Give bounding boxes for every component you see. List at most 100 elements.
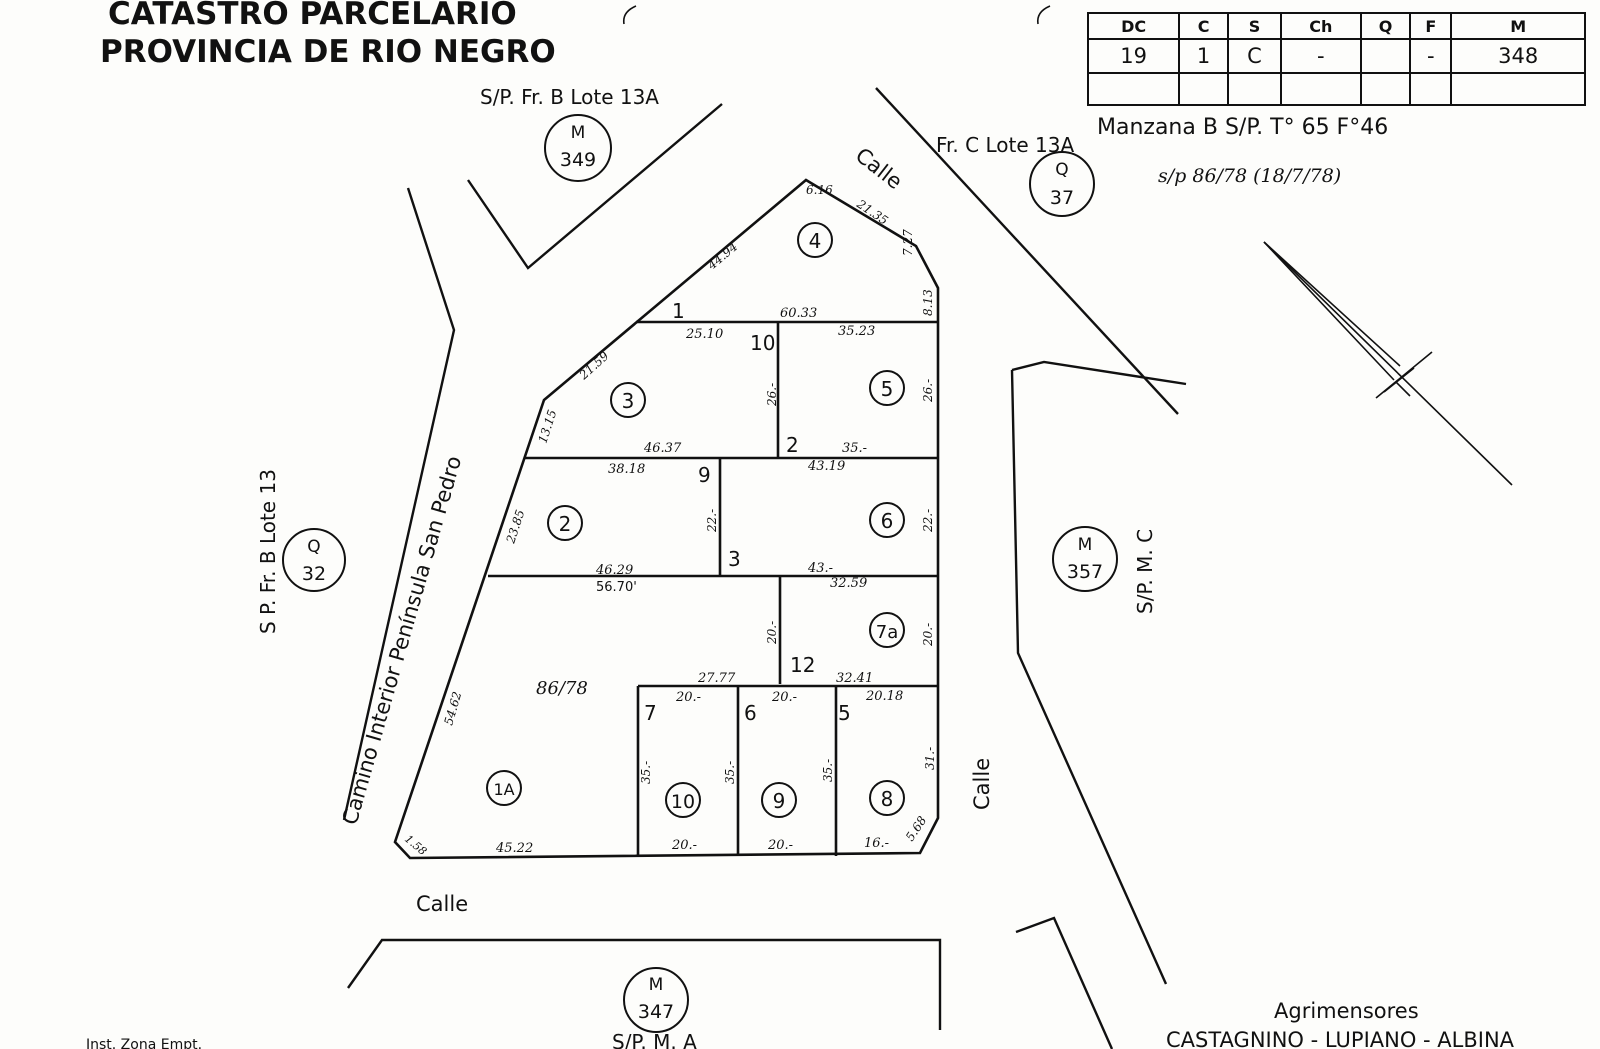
svg-text:20.-: 20.- (921, 623, 935, 647)
lot-2: 2 (547, 505, 583, 541)
svg-text:35.-: 35.- (639, 761, 653, 784)
street-label-top: Calle (851, 143, 907, 194)
svg-text:35.-: 35.- (723, 761, 737, 784)
svg-text:349: 349 (560, 149, 596, 171)
empty-cell (1227, 72, 1282, 106)
dimension-labels: 6.16 21.35 44.94 7.27 8.13 60.33 25.10 3… (402, 183, 937, 858)
lot-9: 9 (761, 782, 797, 818)
svg-text:25.10: 25.10 (685, 327, 723, 342)
svg-text:32: 32 (302, 563, 326, 585)
svg-text:347: 347 (638, 1001, 674, 1023)
svg-text:M: M (1078, 535, 1093, 555)
svg-text:56.70': 56.70' (596, 580, 637, 595)
lot-7a: 7a (869, 612, 905, 648)
street-label-bottom: Calle (416, 892, 468, 916)
svg-text:38.18: 38.18 (608, 462, 645, 477)
header-cell: F (1409, 12, 1453, 40)
header-cell: Ch (1279, 12, 1362, 40)
lot-8: 8 (869, 780, 905, 816)
svg-text:10: 10 (671, 791, 695, 813)
svg-text:60.33: 60.33 (780, 306, 817, 321)
svg-text:357: 357 (1067, 561, 1103, 583)
svg-text:9: 9 (698, 463, 711, 487)
value-cell: 19 (1086, 38, 1181, 74)
svg-text:26.-: 26.- (921, 379, 935, 403)
svg-text:2: 2 (559, 512, 572, 536)
manzana-label: Manzana B S/P. T° 65 F°46 (1097, 115, 1388, 140)
block-circle-m357: M 357 (1052, 526, 1118, 592)
empty-cell (1086, 72, 1181, 106)
header-cell: M (1450, 12, 1586, 40)
svg-text:22.-: 22.- (705, 509, 719, 533)
neighbor-label-east: S/P. M. C (1133, 529, 1157, 614)
surveyors-label: Agrimensores (1274, 999, 1419, 1023)
surveyors-names: CASTAGNINO - LUPIANO - ALBINA (1166, 1028, 1515, 1049)
block-circle-q37: Q 37 (1029, 151, 1095, 217)
svg-text:1A: 1A (493, 780, 514, 799)
svg-text:43.-: 43.- (807, 561, 833, 576)
footer-note: Inst. Zona Empt. (86, 1037, 202, 1049)
svg-text:6.16: 6.16 (806, 183, 833, 197)
header-cell: Q (1359, 12, 1412, 40)
svg-text:6: 6 (881, 509, 894, 533)
svg-text:9: 9 (773, 789, 786, 813)
block-circle-m349: M 349 (544, 114, 612, 182)
header-cell: C (1178, 12, 1229, 40)
svg-text:35.-: 35.- (842, 441, 867, 456)
north-arrow (1263, 241, 1513, 486)
lot-3: 3 (610, 382, 646, 418)
svg-text:20.18: 20.18 (865, 689, 903, 704)
svg-text:32.59: 32.59 (830, 576, 867, 591)
lot-1a: 1A (486, 770, 522, 806)
neighbor-label-south: S/P. M. A (612, 1030, 697, 1049)
svg-text:12: 12 (790, 653, 815, 677)
svg-text:20.-: 20.- (767, 838, 793, 853)
svg-text:7.27: 7.27 (901, 229, 915, 256)
svg-text:2: 2 (786, 433, 799, 457)
svg-text:26.-: 26.- (765, 383, 779, 407)
lot-4: 4 (797, 222, 833, 258)
plan-numbers: 1 10 2 9 3 12 7 6 5 (644, 299, 851, 725)
svg-text:3: 3 (728, 547, 741, 571)
svg-text:44.94: 44.94 (704, 239, 740, 272)
empty-cell (1279, 72, 1362, 106)
header-cell: S (1227, 12, 1282, 40)
lot-10: 10 (665, 782, 701, 818)
svg-text:32.41: 32.41 (836, 671, 873, 686)
empty-cell (1409, 72, 1453, 106)
empty-cell (1450, 72, 1586, 106)
handwritten-reference: s/p 86/78 (18/7/78) (1158, 165, 1341, 187)
cadastral-id-table: DC C S Ch Q F M 19 1 C - - 348 (1086, 12, 1586, 106)
svg-text:3: 3 (622, 389, 635, 413)
header-cell: DC (1086, 12, 1181, 40)
empty-cell (1178, 72, 1229, 106)
svg-text:1: 1 (672, 299, 685, 323)
lot-6: 6 (869, 502, 905, 538)
value-cell: - (1279, 38, 1362, 74)
value-cell: 1 (1178, 38, 1229, 74)
lot-5: 5 (869, 370, 905, 406)
empty-cell (1359, 72, 1412, 106)
svg-text:16.-: 16.- (864, 836, 889, 851)
svg-text:21.59: 21.59 (576, 349, 612, 383)
value-cell: 348 (1450, 38, 1586, 74)
svg-text:27.77: 27.77 (697, 671, 736, 686)
street-lines (342, 87, 1187, 1049)
title-line-2: PROVINCIA DE RIO NEGRO (100, 34, 556, 70)
svg-text:5: 5 (881, 377, 894, 401)
svg-text:46.29: 46.29 (595, 563, 633, 578)
svg-text:6: 6 (744, 701, 757, 725)
value-cell: C (1227, 38, 1282, 74)
svg-text:5.68: 5.68 (903, 813, 930, 843)
corner-mark (622, 5, 637, 25)
title-line-1: CATASTRO PARCELARIO (108, 0, 517, 32)
svg-text:37: 37 (1050, 187, 1074, 209)
svg-text:M: M (571, 123, 586, 143)
svg-text:20.-: 20.- (675, 690, 701, 705)
svg-text:Q: Q (307, 537, 320, 557)
svg-text:5: 5 (838, 701, 851, 725)
value-cell (1359, 38, 1412, 74)
svg-text:45.22: 45.22 (495, 841, 533, 856)
